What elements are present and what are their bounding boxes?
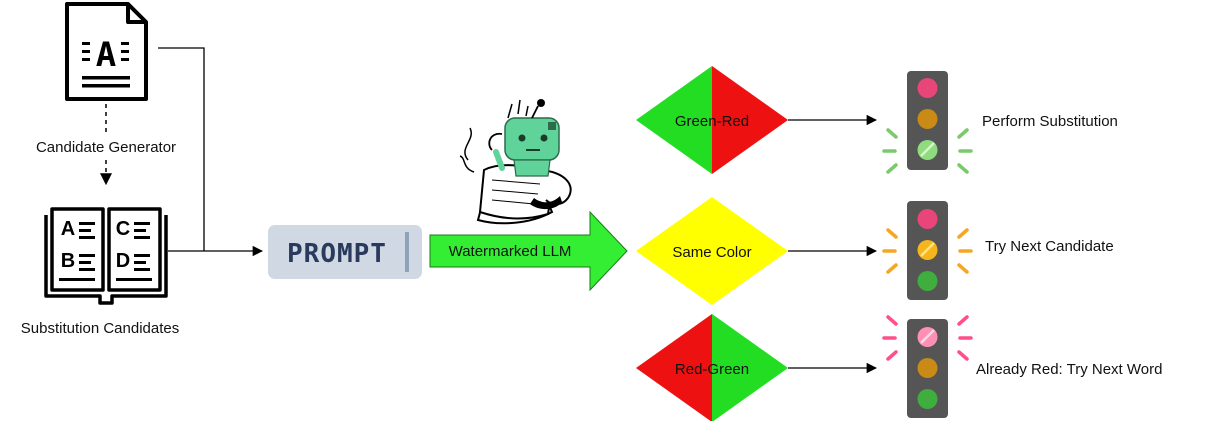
book-letter-d: D <box>116 250 130 272</box>
traffic-light-red <box>882 315 973 418</box>
traffic-light-amber <box>882 201 973 300</box>
document-to-prompt-connector <box>158 47 205 251</box>
outcome-label-3: Already Red: Try Next Word <box>976 361 1162 378</box>
candidate-generator-label: Candidate Generator <box>36 139 176 156</box>
decision-same-color: Same Color <box>636 197 788 305</box>
decision-label: Red-Green <box>675 361 749 378</box>
book-letter-c: C <box>116 218 130 240</box>
prompt-box: PROMPT <box>268 225 422 279</box>
traffic-light-green <box>882 71 973 174</box>
outcome-label-1: Perform Substitution <box>982 113 1118 130</box>
robot-reading-icon <box>459 99 572 225</box>
decision-green-red: Green-Red <box>636 66 788 174</box>
book-letters: A B C D <box>59 218 152 281</box>
book-icon <box>44 207 168 305</box>
prompt-label: PROMPT <box>287 239 387 269</box>
watermarked-llm-arrow <box>429 210 628 292</box>
outcome-label-2: Try Next Candidate <box>985 238 1114 255</box>
document-letter: A <box>96 35 116 75</box>
document-icon: A <box>65 2 148 101</box>
book-letter-a: A <box>61 218 75 240</box>
decision-label: Same Color <box>672 244 751 261</box>
book-letter-b: B <box>61 250 75 272</box>
decision-label: Green-Red <box>675 113 749 130</box>
substitution-candidates-label: Substitution Candidates <box>21 320 179 337</box>
watermarked-llm-label: Watermarked LLM <box>449 243 572 260</box>
decision-red-green: Red-Green <box>636 314 788 421</box>
